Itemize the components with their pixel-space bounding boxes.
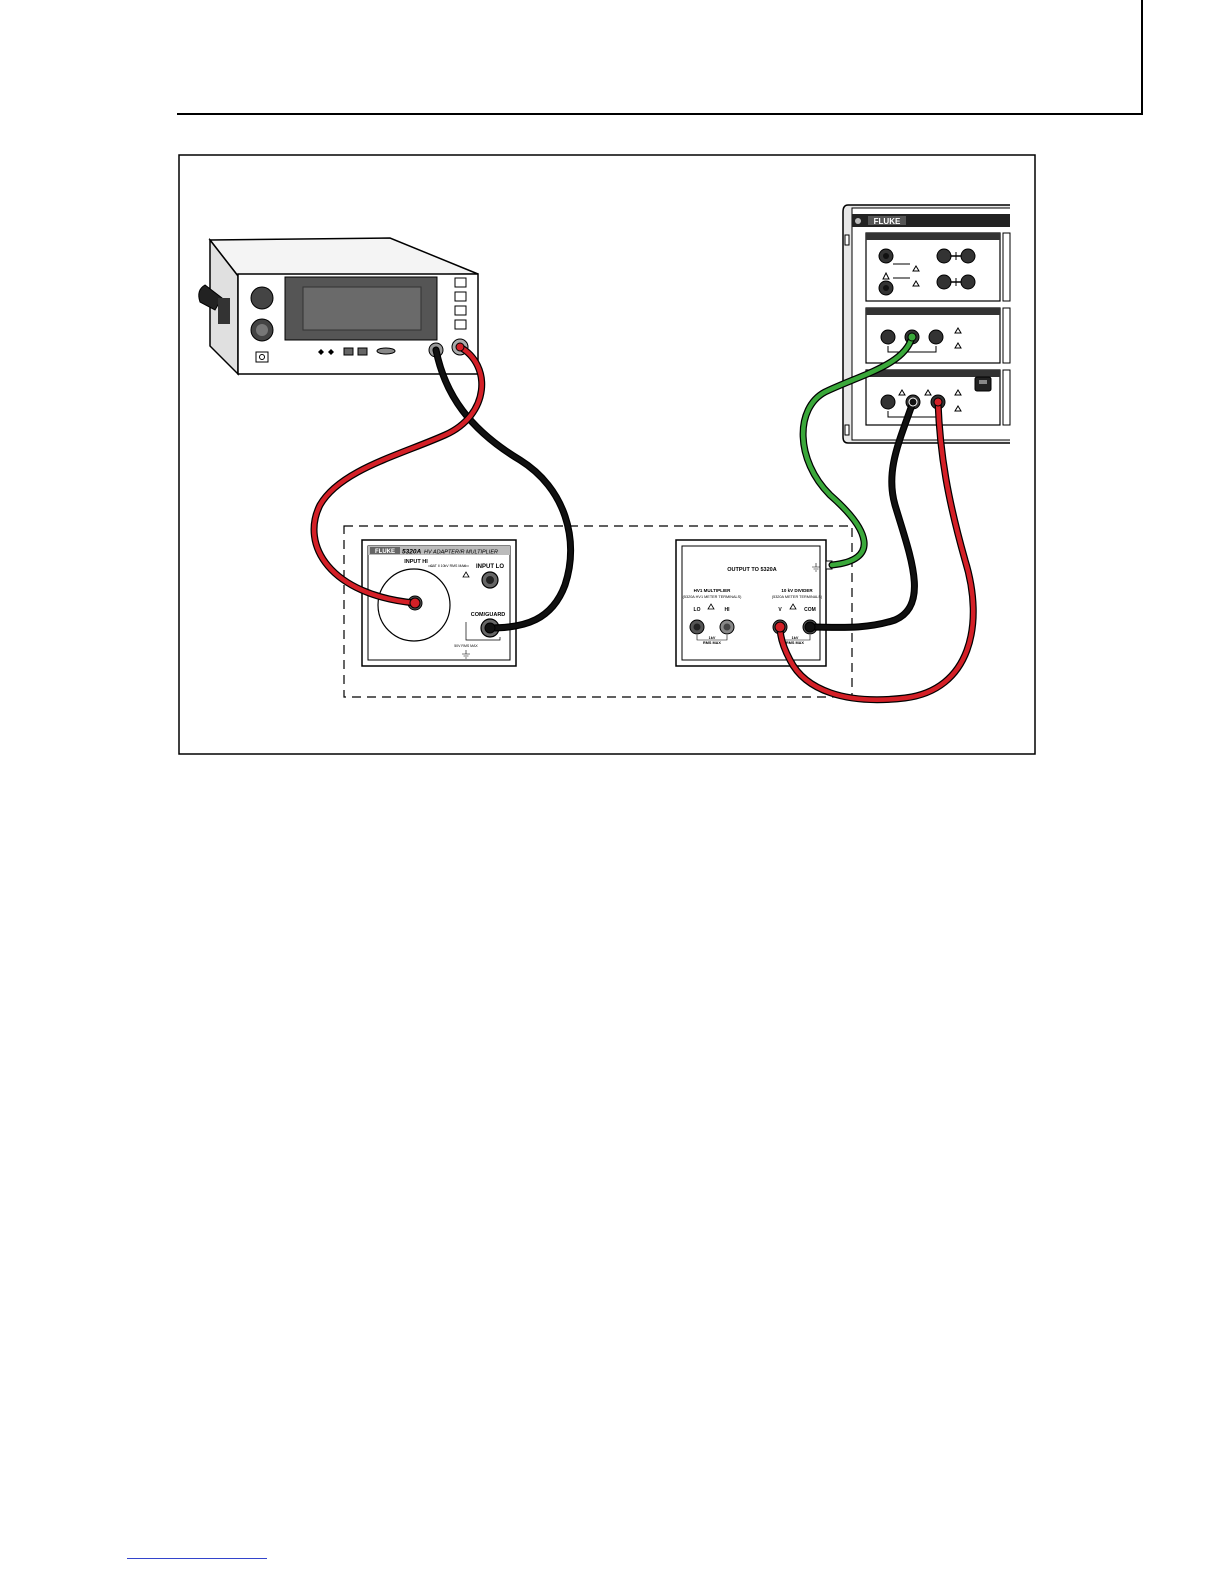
rating-right-2: RMS MAX (786, 641, 804, 645)
divider-sub: (5320A METER TERMINALS) (772, 595, 823, 599)
rating-right-1: 1kV (792, 636, 799, 640)
adapter-title: HV ADAPTER/R MULTIPLIER (424, 550, 498, 556)
softkey-1[interactable] (455, 278, 466, 287)
rating-left-1: 1kV (709, 636, 716, 640)
knob-top[interactable] (251, 287, 273, 309)
calibrator-terminal[interactable] (937, 275, 951, 289)
calibrator-terminal[interactable] (881, 330, 895, 344)
footer-link-underline (127, 1558, 267, 1559)
calibrator-terminal[interactable] (929, 330, 943, 344)
hv-adapter-panel: FLUKE 5320A HV ADAPTER/R MULTIPLIER INPU… (362, 540, 516, 666)
display-screen (303, 287, 421, 330)
adapter-model: 5320A (402, 549, 421, 556)
calibrator-terminal[interactable] (937, 249, 951, 263)
input-hi-rating: CAT II 10kV RMS MAX (430, 564, 467, 568)
calibrator-terminal[interactable] (961, 249, 975, 263)
rating-left-2: RMS MAX (703, 641, 721, 645)
calibrator-terminal[interactable] (881, 395, 895, 409)
adapter-brand: FLUKE (375, 549, 395, 555)
calibrator: FLUKE (843, 205, 1010, 443)
hv-divider-panel: OUTPUT TO 5320A HV1 MULTIPLIER (5320A HV… (676, 540, 832, 666)
hi-label: HI (725, 607, 731, 613)
adapter-rating-lo: 50V RMS MAX (454, 644, 478, 648)
com-label: COM (804, 607, 816, 613)
input-hi-label: INPUT HI (404, 559, 428, 565)
softkey-4[interactable] (455, 320, 466, 329)
com-guard-label: COM/GUARD (471, 612, 506, 618)
softkey-2[interactable] (455, 292, 466, 301)
input-lo-label: INPUT LO (476, 564, 504, 570)
power-button[interactable] (256, 352, 268, 362)
multiplier-label: HV1 MULTIPLIER (694, 588, 731, 593)
lo-label: LO (694, 607, 701, 613)
softkey-3[interactable] (455, 306, 466, 315)
calibrator-terminal[interactable] (961, 275, 975, 289)
output-label: OUTPUT TO 5320A (727, 567, 776, 573)
divider-label: 10 kV DIVIDER (781, 588, 813, 593)
calibrator-brand: FLUKE (874, 217, 901, 226)
multiplier-sub: (5320A HV1 METER TERMINALS) (683, 595, 743, 599)
